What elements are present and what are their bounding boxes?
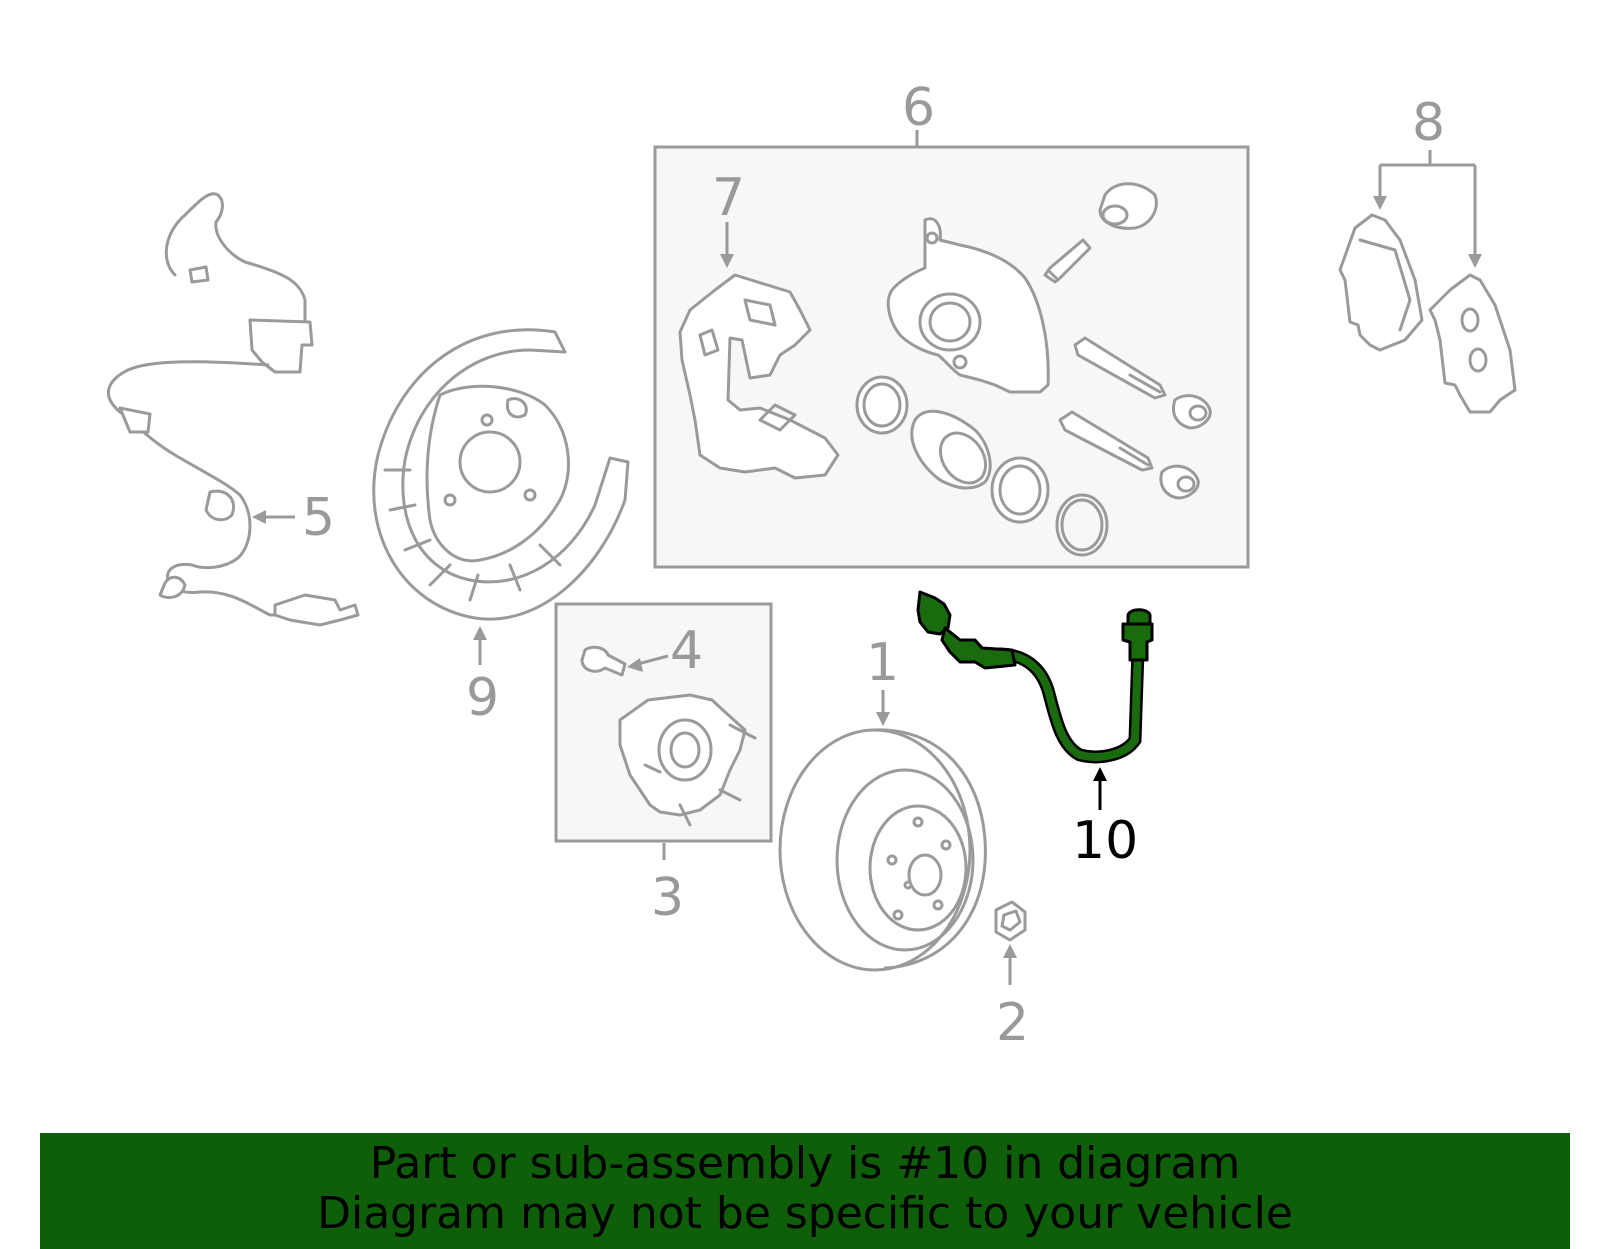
brake-hose[interactable] xyxy=(916,590,1154,764)
callout-9: 9 xyxy=(466,668,499,728)
guide-pin-upper[interactable] xyxy=(1073,336,1167,400)
callout-8: 8 xyxy=(1412,93,1445,153)
callout-1: 1 xyxy=(866,633,899,693)
abs-sensor-harness[interactable] xyxy=(107,192,360,627)
guide-pin-boot-lower[interactable] xyxy=(1159,464,1200,500)
backing-plate[interactable] xyxy=(372,328,630,665)
callout-3: 3 xyxy=(651,868,684,928)
piston-ring[interactable] xyxy=(1055,493,1109,557)
callout-5: 5 xyxy=(302,488,335,548)
lug-nut[interactable] xyxy=(994,900,1027,942)
callout-6: 6 xyxy=(902,78,935,138)
callout-10: 10 xyxy=(1072,811,1138,871)
info-banner: Part or sub-assembly is #10 in diagram D… xyxy=(40,1133,1570,1249)
caliper-bracket[interactable] xyxy=(678,222,840,480)
callout-2: 2 xyxy=(996,993,1029,1053)
guide-pin-boot-upper[interactable] xyxy=(1172,394,1212,430)
guide-pin-lower[interactable] xyxy=(1058,410,1154,472)
piston-seal[interactable] xyxy=(855,375,909,435)
banner-line-1: Part or sub-assembly is #10 in diagram xyxy=(369,1138,1241,1189)
bleeder-screw[interactable] xyxy=(1043,238,1092,284)
piston-boot[interactable] xyxy=(990,456,1050,524)
brake-parts-diagram: 5 9 6 7 xyxy=(107,78,1517,1053)
bleeder-cap[interactable] xyxy=(1098,182,1158,230)
banner-line-2: Diagram may not be specific to your vehi… xyxy=(317,1188,1293,1239)
callout-4: 4 xyxy=(670,621,703,681)
caliper-body[interactable] xyxy=(886,217,1050,394)
callout-7: 7 xyxy=(712,168,745,228)
brake-pads[interactable] xyxy=(1338,150,1517,414)
hub-bolt[interactable] xyxy=(580,645,627,677)
hub-bearing[interactable] xyxy=(618,693,757,827)
brake-rotor[interactable] xyxy=(778,728,987,972)
piston[interactable] xyxy=(910,409,995,491)
